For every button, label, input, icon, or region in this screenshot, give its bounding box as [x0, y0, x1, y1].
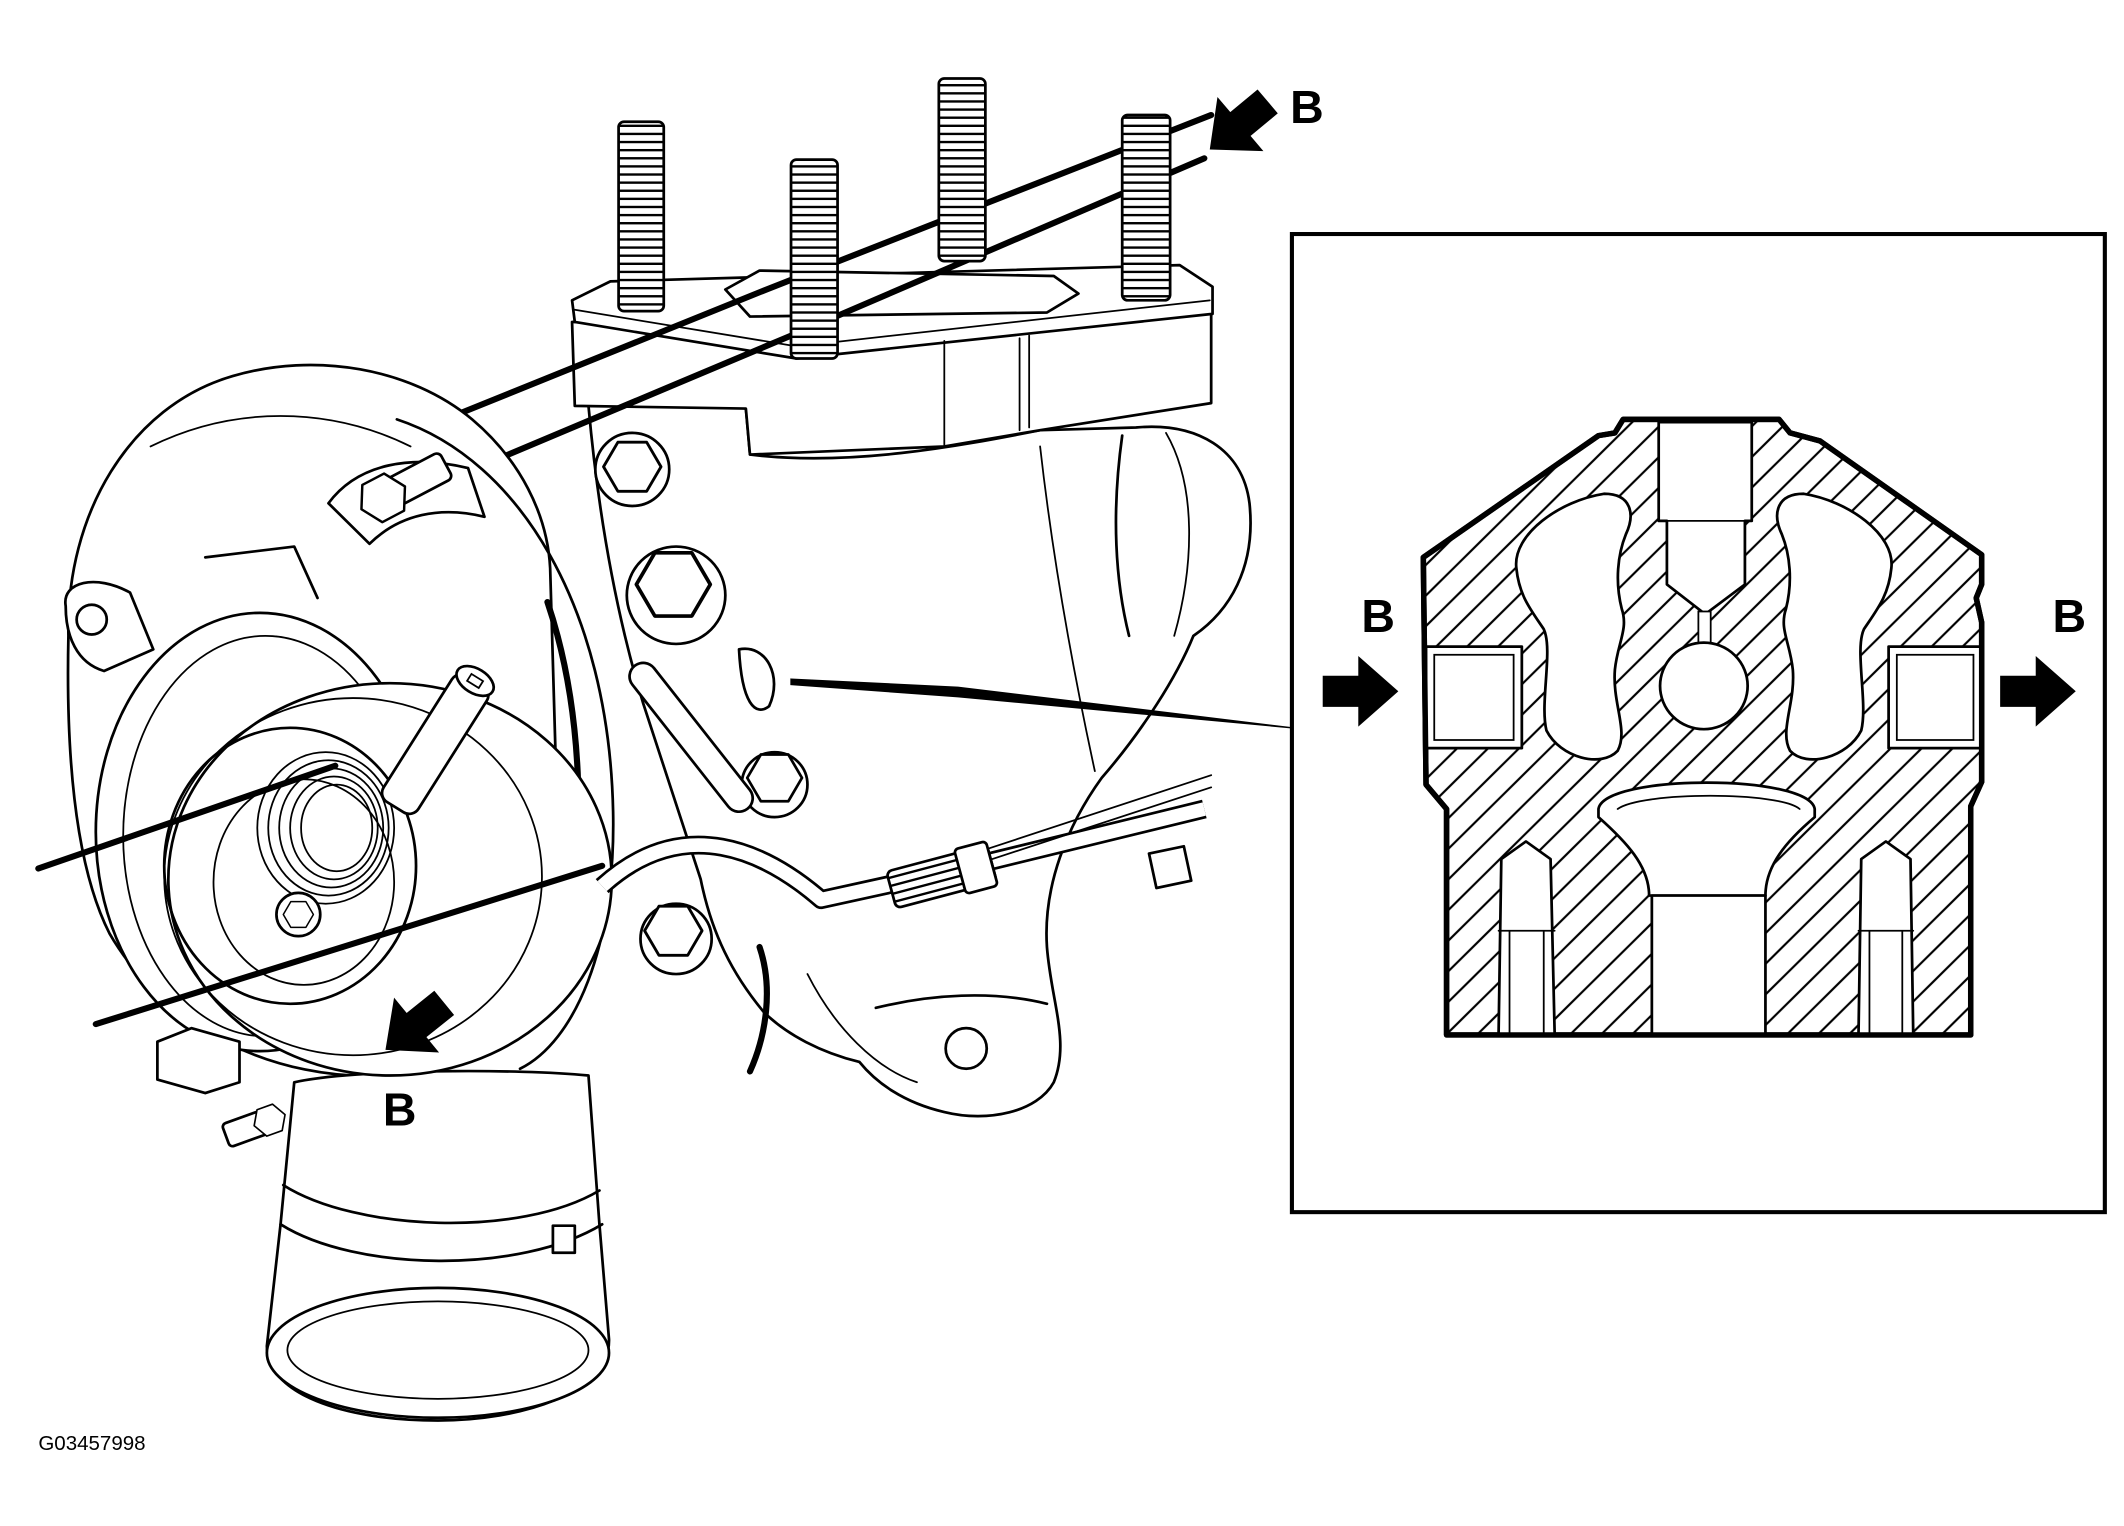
flange-rib [943, 334, 1031, 448]
drain-tube-bore [630, 664, 752, 811]
left-bolt-hole [1497, 840, 1557, 1037]
turbine-outlet-flange [874, 994, 1049, 1010]
section-line-hidden-arc-2 [746, 943, 770, 1075]
center-housing-backplate [395, 418, 615, 1071]
center-channel [1657, 420, 1754, 616]
left-cavity [1514, 492, 1632, 761]
elbow-band-top [281, 1183, 601, 1225]
center-nut [282, 900, 315, 929]
oil-line-bracket [1147, 844, 1193, 890]
figure-id: G03457998 [38, 1433, 145, 1455]
mounting-bracket [156, 1026, 241, 1095]
section-line-lower-b [92, 862, 606, 1028]
turbocharger-assembly [35, 77, 1252, 1422]
drain-outlet [1650, 894, 1767, 1037]
inset-label-left: B [1361, 590, 1395, 642]
turbine-housing-seam [1039, 445, 1096, 772]
section-line-lower-a [35, 762, 339, 872]
left-port-inner [1433, 653, 1515, 741]
elbow-rim-inner [286, 1300, 590, 1400]
detail-leader-line [790, 678, 1293, 729]
inset-label-right: B [2052, 590, 2086, 642]
hex-bolt [602, 440, 663, 493]
compressor-housing-step [203, 545, 319, 600]
turbine-housing-contour [806, 973, 918, 1084]
section-line-upper-a [455, 111, 1215, 418]
oil-line-branch [984, 774, 1213, 862]
right-port [1887, 645, 1984, 750]
right-cavity [1775, 492, 1893, 761]
compressor-housing-contour [149, 415, 412, 448]
stud [1120, 113, 1172, 302]
right-bolt-hole [1857, 840, 1915, 1037]
flange-studs [617, 77, 1172, 360]
stud [789, 158, 839, 360]
flange-bolt-hole [944, 1026, 989, 1071]
section-label-bottom: B [383, 1084, 417, 1136]
left-bolt-hole-thread [1497, 929, 1556, 1036]
actuator-diaphragm [162, 726, 418, 1006]
actuator-rod [380, 664, 496, 816]
drain-bowl-lip [1616, 794, 1801, 810]
elbow-rim [265, 1286, 611, 1420]
hex-bolt [745, 753, 804, 803]
hex-bolt [634, 550, 713, 618]
stud [617, 120, 666, 313]
shaft-bore [1658, 641, 1750, 731]
elbow-tab [551, 1224, 577, 1255]
housing-bolts [593, 431, 809, 976]
oil-line-fitting [886, 840, 999, 909]
turbine-inlet-bulge [1114, 434, 1131, 638]
left-port [1424, 645, 1524, 750]
right-port-inner [1895, 653, 1975, 741]
bracket-bolt [221, 1100, 291, 1148]
flange-gasket-opening [723, 269, 1080, 318]
turbine-housing-edge [1165, 432, 1191, 637]
turbo-fitting [737, 647, 776, 711]
section-inset: B B [1289, 232, 2107, 1215]
mount-lug-hole [75, 603, 109, 636]
right-bolt-hole-thread [1857, 929, 1915, 1036]
section-label-top: B [1290, 81, 1324, 133]
drain-bowl [1597, 781, 1817, 897]
wastegate-spring [256, 751, 396, 905]
stud [937, 77, 987, 263]
hex-bolt [643, 904, 704, 957]
clamp-bolt [350, 452, 453, 530]
oil-feed-line-bore [597, 802, 1206, 907]
section-body-outline [1420, 416, 1985, 1038]
